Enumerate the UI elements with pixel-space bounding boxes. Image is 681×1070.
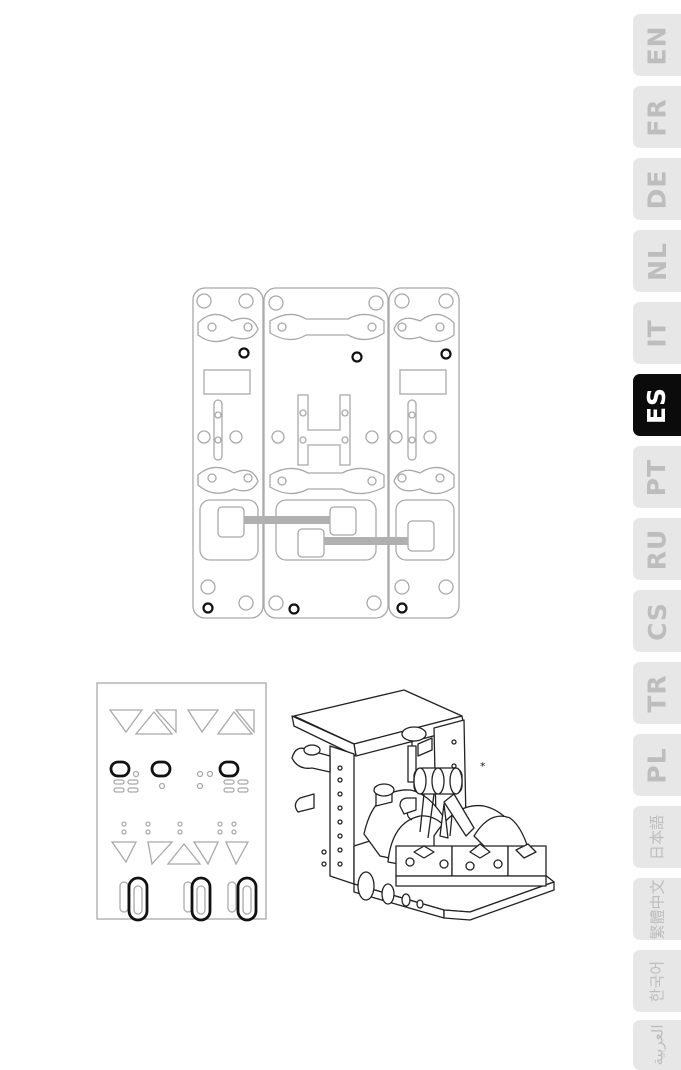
module-center: [264, 288, 388, 618]
tab-es[interactable]: ES: [633, 374, 681, 436]
tab-pl[interactable]: PL: [633, 734, 681, 796]
highlighted-slots: [129, 878, 256, 920]
highlighted-holes: [111, 762, 238, 776]
tab-cs[interactable]: CS: [633, 590, 681, 652]
connector-bars: [244, 516, 408, 545]
tab-pt[interactable]: PT: [633, 446, 681, 508]
tab-ru[interactable]: RU: [633, 518, 681, 580]
tab-fr[interactable]: FR: [633, 86, 681, 148]
tab-ar[interactable]: العربية: [633, 1020, 681, 1070]
side-panel-diagram: [96, 682, 268, 922]
tab-tr[interactable]: TR: [633, 662, 681, 724]
tab-en[interactable]: EN: [633, 14, 681, 76]
annotation-asterisk: *: [480, 760, 486, 773]
modules-bottom-diagram: [190, 285, 465, 625]
module-right: [389, 288, 459, 618]
tab-nl[interactable]: NL: [633, 230, 681, 292]
tab-de[interactable]: DE: [633, 158, 681, 220]
tab-it[interactable]: IT: [633, 302, 681, 364]
language-tab-bar: EN FR DE NL IT ES PT RU CS TR PL 日本語 繁體中…: [633, 14, 681, 1020]
tab-zh-tw[interactable]: 繁體中文: [633, 878, 681, 940]
tab-ko[interactable]: 한국어: [633, 950, 681, 1012]
tab-ja[interactable]: 日本語: [633, 806, 681, 868]
throttle-quadrant-illustration: *: [284, 686, 564, 924]
module-left: [193, 288, 263, 618]
